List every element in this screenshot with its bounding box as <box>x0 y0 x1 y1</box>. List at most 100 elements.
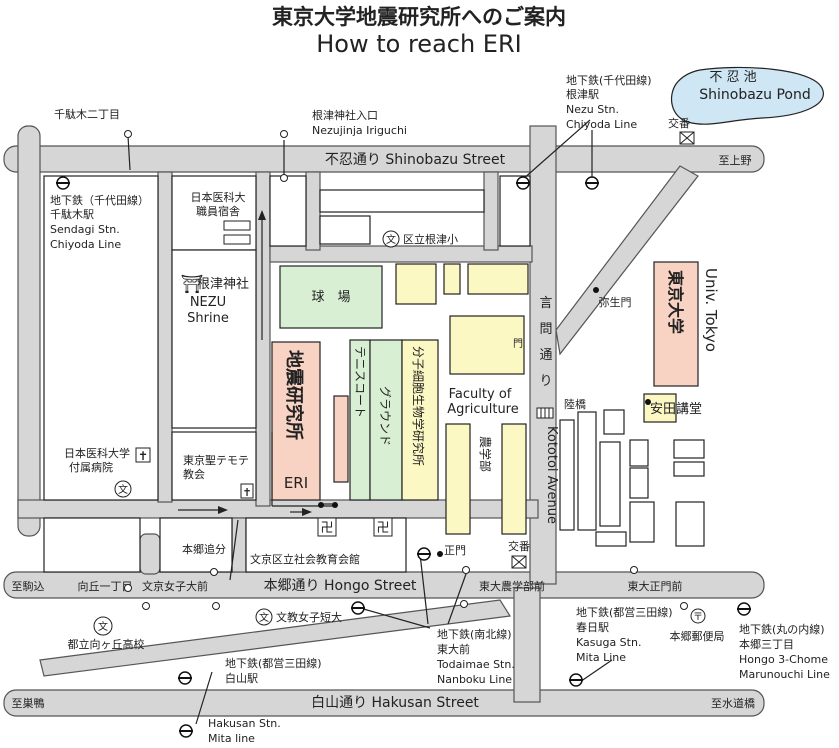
subway-icon <box>351 601 365 615</box>
bus-stop-icon <box>460 600 468 608</box>
campus <box>271 261 699 535</box>
label-agri-en-1: Faculty of <box>449 387 512 402</box>
bus-stop-icon <box>124 130 132 138</box>
shrine-west-lane <box>157 171 173 503</box>
label-todai-ja: 東京大学 <box>666 270 685 334</box>
station-label: Nezu Stn. <box>566 103 619 116</box>
station-label: Mita Line <box>576 651 626 664</box>
pond-label-en: Shinobazu Pond <box>699 87 811 103</box>
label-nezu-shrine-en-1: NEZU <box>190 295 226 310</box>
todai-building <box>653 261 699 387</box>
label-nezu-shrine-ja: 根津神社 <box>197 276 249 292</box>
bus-stop-markers <box>124 119 688 725</box>
church-icon <box>240 483 254 499</box>
label-koban-north: 交番 <box>668 116 690 130</box>
station-nezu: 地下鉄(千代田線) 根津駅 Nezu Stn. Chiyoda Line <box>566 73 652 131</box>
station-label: 地下鉄(千代田線) <box>566 73 652 87</box>
bus-stop-icon <box>124 584 132 592</box>
block-n3 <box>319 215 371 245</box>
label-bus-seimon: 東大正門前 <box>628 579 683 593</box>
school-icon-3-glyph: 文 <box>98 620 108 633</box>
shrine-east-lane <box>255 171 271 507</box>
subway-icon <box>179 724 193 738</box>
label-imcb: 分子細胞生物学研究所 <box>411 346 426 466</box>
station-sendagi: 地下鉄（千代田線） 千駄木駅 Sendagi Stn. Chiyoda Line <box>50 193 149 251</box>
station-label: Chiyoda Line <box>50 238 121 251</box>
label-ground: グラウンド <box>378 386 392 446</box>
title-ja: 東京大学地震研究所へのご案内 <box>272 5 566 29</box>
school-lane <box>269 245 533 263</box>
school-icon-2-glyph: 文 <box>118 483 128 496</box>
bus-stop-icon <box>280 130 288 138</box>
roads <box>3 125 765 717</box>
bus-stop-icon <box>142 602 150 610</box>
station-label: 本郷三丁目 <box>739 637 794 651</box>
station-label: Nanboku Line <box>437 673 512 686</box>
school-icon-3 <box>93 616 113 636</box>
agri-n1 <box>395 263 437 305</box>
block-oiwake <box>159 517 233 573</box>
agri-s1 <box>445 423 471 535</box>
label-yayoi-gate: 弥生門 <box>599 295 632 309</box>
temple-icon-1 <box>317 517 337 537</box>
label-bus-mukogaoka: 向丘一丁目 <box>78 579 133 593</box>
station-hongo3: 地下鉄(丸の内線) 本郷三丁目 Hongo 3-Chome Marunouchi… <box>739 622 830 681</box>
station-label: 地下鉄(都営三田線) <box>225 656 322 670</box>
label-mukogaoka-hs: 都立向ヶ丘高校 <box>68 637 145 651</box>
label-hakusan-street: 白山通り Hakusan Street <box>311 695 479 711</box>
label-nms-housing-2: 職員宿舎 <box>196 204 240 218</box>
label-kototoi-ja-2: 問 <box>539 322 552 337</box>
label-oiwake: 本郷追分 <box>182 542 226 556</box>
label-church-2: 教会 <box>183 468 205 481</box>
subway-icon <box>178 671 192 685</box>
block-n1 <box>269 175 307 247</box>
shinobazu-pond <box>670 66 824 125</box>
ballfield <box>279 265 383 329</box>
subway-icon <box>417 547 431 561</box>
label-post-office: 本郷郵便局 <box>670 629 725 643</box>
label-nms-hospital-2: 付属病院 <box>69 460 113 474</box>
bus-stop-icon <box>680 602 688 610</box>
south-connector <box>513 587 541 703</box>
label-shinobazu-street: 不忍通り Shinobazu Street <box>325 152 506 168</box>
bus-stop-icon <box>212 602 220 610</box>
agri-n2 <box>443 263 461 295</box>
station-label: 地下鉄(都営三田線) <box>576 605 673 619</box>
bus-stop-icon <box>630 566 638 574</box>
school-icon-2 <box>114 480 132 498</box>
eri-building <box>271 341 321 501</box>
school-icon-4-glyph: 文 <box>259 611 269 624</box>
north-lane-2 <box>483 171 499 251</box>
label-bus-nougaku: 東大農学部前 <box>479 579 545 593</box>
yayoi-street <box>555 165 699 356</box>
route-dot <box>593 287 599 293</box>
label-hongo-street: 本郷通り Hongo Street <box>264 578 417 594</box>
station-label: 白山駅 <box>225 671 258 685</box>
route-dot <box>318 502 324 508</box>
temple-icon-1-glyph: 卍 <box>320 521 333 536</box>
route-dot <box>332 502 338 508</box>
dir-ueno: 至上野 <box>719 154 752 167</box>
sw-lane <box>139 533 161 575</box>
label-rikkyo: 陸橋 <box>564 397 586 411</box>
dir-komagome: 至駒込 <box>12 580 45 593</box>
hospital-icon <box>135 447 151 463</box>
station-label: 千駄木駅 <box>50 207 94 221</box>
subway-icon <box>737 602 751 616</box>
label-todai-en: Univ. Tokyo <box>702 268 720 352</box>
west-street <box>17 125 41 537</box>
block-nezu-shrine <box>171 249 257 429</box>
subway-icon <box>516 176 530 190</box>
station-label: Todaimae Stn. <box>436 658 515 671</box>
label-kyoiku-kaikan: 文京区立社会教育会館 <box>250 552 360 566</box>
station-label: 東大前 <box>437 642 470 656</box>
label-koban-south: 交番 <box>508 539 530 553</box>
temple-icon-2-glyph: 卍 <box>376 521 389 536</box>
block-nw <box>43 175 159 501</box>
walking-route <box>178 210 651 581</box>
yasuda-auditorium <box>643 393 677 423</box>
label-agri-ja: 農学部 <box>478 436 493 472</box>
label-kototoi-ja-1: 言 <box>539 296 552 311</box>
label-kototoi-ja-3: 通 <box>539 348 552 363</box>
